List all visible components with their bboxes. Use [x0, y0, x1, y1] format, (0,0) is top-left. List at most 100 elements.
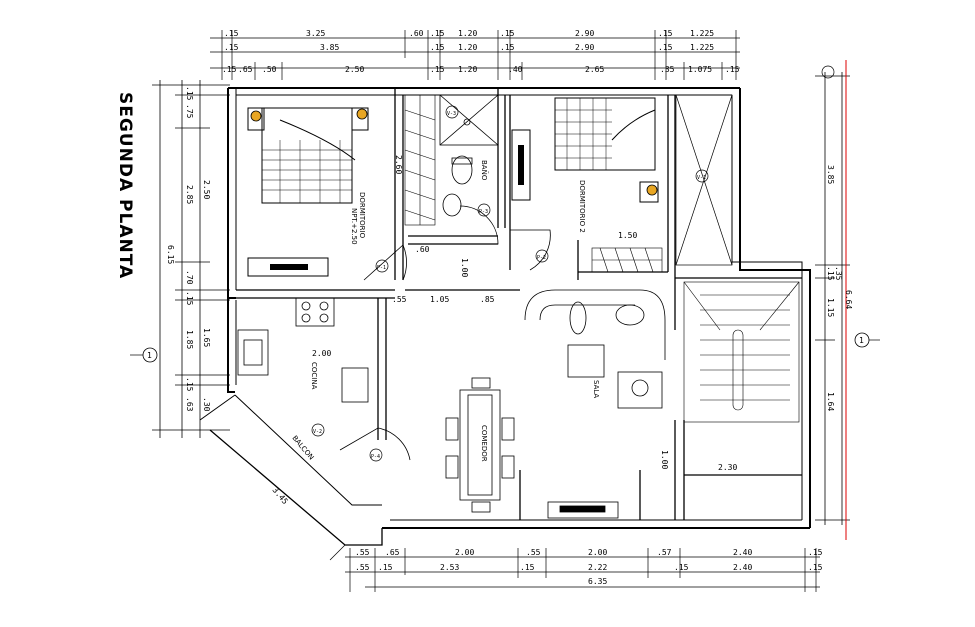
- door-tag-p3: P-3: [479, 209, 488, 215]
- dim-label: .15: [378, 563, 393, 572]
- door-tags: P-1 P-2 P-4 P-3 V-1 V-2 V-3: [311, 105, 709, 462]
- exterior-walls: [199, 87, 811, 561]
- dim-label: 2.50: [345, 65, 364, 74]
- dim-label: .35: [834, 266, 843, 281]
- lamp-icon: [356, 108, 368, 120]
- dim-label: .65: [238, 65, 253, 74]
- top-dimension-labels: .15 3.25 .60 .15 1.20 .15 2.90 .15 1.225…: [222, 29, 740, 74]
- dim-label: 3.45: [270, 486, 289, 507]
- door-tag-p1: P-1: [377, 265, 386, 271]
- dim-label: .75: [185, 104, 194, 119]
- axis-markers: 1 1: [130, 65, 880, 363]
- bathroom: BAÑO: [439, 94, 499, 217]
- dim-label: .15: [520, 563, 535, 572]
- dim-label: .35: [660, 65, 675, 74]
- dim-label: .15: [430, 29, 445, 38]
- room-label-bano: BAÑO: [480, 160, 489, 181]
- dim-label: .57: [657, 548, 672, 557]
- dim-label: 1.05: [430, 295, 449, 304]
- dim-label: 2.22: [588, 563, 607, 572]
- dim-label: .15: [222, 65, 237, 74]
- dim-label: .50: [262, 65, 277, 74]
- room-label-dormitorio: DORMITORIO: [358, 192, 366, 239]
- dim-label: .15: [808, 563, 823, 572]
- dim-label: .15: [430, 65, 445, 74]
- dim-label: .55: [392, 295, 407, 304]
- dim-label: 2.50: [202, 180, 211, 199]
- dim-label: 2.30: [718, 463, 737, 472]
- dim-label: 1.225: [690, 43, 714, 52]
- dim-label: 1.20: [458, 29, 477, 38]
- dim-label: 3.85: [826, 165, 835, 184]
- dim-label: 2.40: [733, 563, 752, 572]
- dim-label: 1.20: [458, 65, 477, 74]
- dim-label: 1.85: [185, 330, 194, 349]
- room-label-balcon: BALCON: [290, 434, 315, 461]
- axis-marker-left: 1: [147, 351, 152, 360]
- window-tag-v2: V-2: [313, 429, 322, 435]
- closet-1: [404, 94, 436, 226]
- dim-label: 2.90: [575, 43, 594, 52]
- dim-label: 1.075: [688, 65, 712, 74]
- dim-label: .60: [415, 245, 430, 254]
- bottom-dimension-labels: .55 .65 2.00 .55 2.00 .57 2.40 .15 .55 .…: [355, 548, 823, 586]
- dim-label: 1.50: [618, 231, 637, 240]
- window-tag-v3: V-3: [447, 111, 456, 117]
- dim-label: .15: [185, 377, 194, 392]
- lamp-icon: [646, 184, 658, 196]
- dim-label: 2.40: [733, 548, 752, 557]
- dim-label: 2.85: [185, 185, 194, 204]
- dim-label: 2.00: [588, 548, 607, 557]
- dim-label: .15: [500, 43, 515, 52]
- dim-label: .65: [385, 548, 400, 557]
- staircase: 2.30: [683, 281, 800, 472]
- dim-label: .15: [430, 43, 445, 52]
- door-swings: [339, 205, 551, 461]
- dim-label: .15: [658, 43, 673, 52]
- dim-label: .15: [500, 29, 515, 38]
- dim-label: .15: [826, 266, 835, 281]
- dim-label: 1.00: [460, 258, 469, 277]
- dim-label: .15: [808, 548, 823, 557]
- dim-label: 2.53: [440, 563, 459, 572]
- lightwell: [675, 94, 733, 266]
- dim-label: 1.00: [660, 450, 669, 469]
- room-label-comedor: COMEDOR: [480, 425, 488, 462]
- window-tag-v1: V-1: [697, 175, 706, 181]
- dim-label: 2.00: [312, 349, 331, 358]
- dim-label: .55: [355, 563, 370, 572]
- lamp-icon: [250, 110, 262, 122]
- dim-label: 1.64: [826, 392, 835, 411]
- axis-marker-right: 1: [859, 336, 864, 345]
- dim-label: 2.65: [585, 65, 604, 74]
- dim-label: .15: [658, 29, 673, 38]
- room-label-cocina: COCINA: [310, 362, 318, 390]
- room-label-sala: SALA: [592, 380, 600, 398]
- dim-label: .15: [185, 291, 194, 306]
- dim-label: .15: [725, 65, 740, 74]
- dim-label: 6.64: [844, 290, 853, 309]
- dim-label: .15: [224, 43, 239, 52]
- door-tag-p4: P-4: [371, 454, 380, 460]
- dim-label: 3.25: [306, 29, 325, 38]
- room-label-dormitorio2: DORMITORIO 2: [578, 180, 586, 233]
- bottom-dimension-lines: [345, 548, 820, 592]
- npt-label: NPT.+2.50: [350, 208, 358, 245]
- dim-label: .63: [185, 397, 194, 412]
- interior-dimension-labels: .60 1.00 .55 1.05 .85 1.00 2.60 3.45: [270, 155, 669, 506]
- dim-label: .55: [526, 548, 541, 557]
- door-tag-p2: P-2: [537, 255, 546, 261]
- dim-label: 1.225: [690, 29, 714, 38]
- dim-label: 1.15: [826, 298, 835, 317]
- left-dimension-labels: 6.15 .15 .75 2.85 .70 .15 1.85 .15 .63 2…: [166, 86, 211, 412]
- dim-label: .55: [355, 548, 370, 557]
- dim-label: .15: [674, 563, 689, 572]
- dim-label: 3.85: [320, 43, 339, 52]
- dim-label: .30: [202, 397, 211, 412]
- plan-title: SEGUNDA PLANTA: [115, 92, 135, 279]
- right-dimension-labels: 3.85 .15 .35 1.15 1.64 6.64: [826, 165, 853, 411]
- bedroom-2: DORMITORIO 2 1.50: [511, 97, 659, 240]
- dim-label: .60: [409, 29, 424, 38]
- dim-label: 6.35: [588, 577, 607, 586]
